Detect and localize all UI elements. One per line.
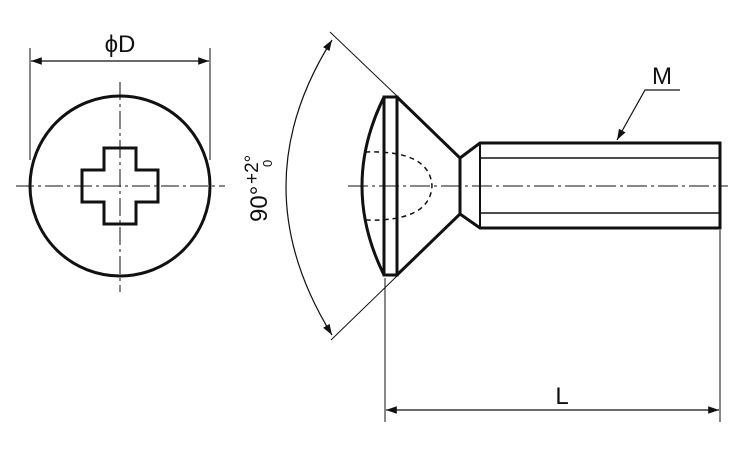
thread-label: M (652, 63, 672, 90)
recess-hidden-line (364, 151, 433, 221)
angle-value: 90° (246, 186, 273, 222)
thread-leader (616, 89, 680, 141)
diameter-label: ϕD (105, 31, 136, 58)
head-top-view (16, 48, 225, 292)
angle-tolerance-upper: +2° (242, 155, 263, 184)
screw-side-view (285, 31, 728, 422)
phillips-recess (80, 146, 160, 226)
angle-label: 90° +2° 0 (242, 155, 275, 222)
length-label: L (555, 383, 568, 410)
angle-tolerance-lower: 0 (260, 160, 275, 167)
angle-dimension-arc (285, 39, 333, 336)
